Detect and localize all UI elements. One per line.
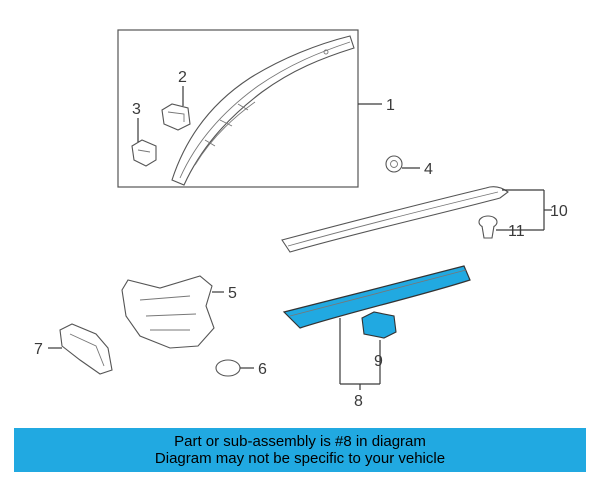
callout-4: 4 xyxy=(424,161,433,178)
part-9-retainer xyxy=(361,311,397,339)
group-1-frame xyxy=(117,29,359,188)
banner-line-2: Diagram may not be specific to your vehi… xyxy=(154,450,446,467)
callout-3: 3 xyxy=(132,101,141,118)
callout-2: 2 xyxy=(178,69,187,86)
part-7-bracket xyxy=(59,323,113,375)
callout-11: 11 xyxy=(508,223,525,240)
part-3-clip xyxy=(131,139,157,167)
part-5-side-panel xyxy=(121,275,215,349)
part-1-pillar-garnish xyxy=(171,35,355,186)
callout-5: 5 xyxy=(228,285,237,302)
part-10-weatherstrip xyxy=(281,186,509,253)
part-8-scuff-plate xyxy=(282,265,471,329)
info-banner: Part or sub-assembly is #8 in diagram Di… xyxy=(14,428,586,472)
callout-10: 10 xyxy=(550,203,568,220)
callout-7: 7 xyxy=(34,341,43,358)
parts-diagram: 1 2 3 4 5 6 7 8 9 10 11 xyxy=(34,29,568,410)
callout-6: 6 xyxy=(258,361,267,378)
part-6-plug xyxy=(215,359,241,377)
part-2-clip xyxy=(161,103,191,131)
callout-1: 1 xyxy=(386,97,395,114)
part-4-grommet xyxy=(385,155,403,173)
part-11-push-clip xyxy=(478,215,498,239)
callout-9: 9 xyxy=(374,353,383,370)
leader-lines xyxy=(48,86,552,390)
banner-line-1: Part or sub-assembly is #8 in diagram xyxy=(174,433,426,450)
callout-8: 8 xyxy=(354,393,363,410)
